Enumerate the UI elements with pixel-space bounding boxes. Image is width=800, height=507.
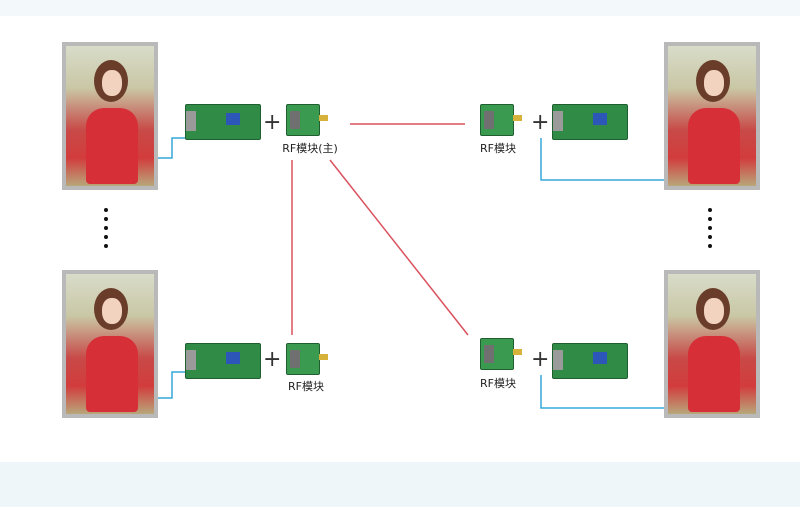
plus-sign: + xyxy=(263,347,282,372)
ellipsis-dots-left xyxy=(104,208,108,253)
rf-module-bottom-right xyxy=(480,338,522,370)
rf-module-master xyxy=(286,104,328,136)
top-band xyxy=(0,0,800,16)
cable-left-bottom xyxy=(157,371,186,399)
rf-module-top-right xyxy=(480,104,522,136)
led-display-right-bottom xyxy=(664,270,760,418)
rf-module-master-label: RF模块(主) xyxy=(282,142,338,155)
controller-board-left-bottom xyxy=(185,343,261,379)
plus-sign: + xyxy=(531,347,550,372)
led-display-right-top xyxy=(664,42,760,190)
rf-module-top-right-label: RF模块 xyxy=(480,142,516,155)
controller-board-right-top xyxy=(552,104,628,140)
rf-module-bottom-left-label: RF模块 xyxy=(288,380,324,393)
controller-board-left-top xyxy=(185,104,261,140)
rf-module-bottom-left xyxy=(286,343,328,375)
wireless-link-diagonal xyxy=(329,159,469,336)
ellipsis-dots-right xyxy=(708,208,712,253)
bottom-band xyxy=(0,462,800,507)
rf-module-bottom-right-label: RF模块 xyxy=(480,377,516,390)
cable-right-top xyxy=(540,138,664,181)
plus-sign: + xyxy=(531,110,550,135)
cable-left-top xyxy=(157,137,186,159)
led-display-left-bottom xyxy=(62,270,158,418)
led-display-left-top xyxy=(62,42,158,190)
controller-board-right-bottom xyxy=(552,343,628,379)
plus-sign: + xyxy=(263,110,282,135)
cable-right-bottom xyxy=(540,375,664,409)
